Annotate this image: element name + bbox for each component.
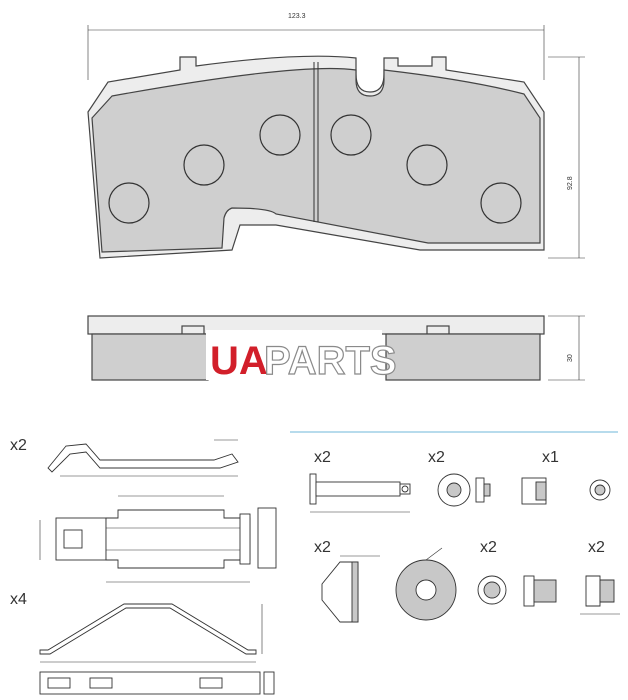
width-label: 123.3 (288, 13, 306, 20)
qty-pins: x2 (314, 449, 331, 466)
pad-side-view: 30 (87, 315, 585, 381)
guide-pin-part (309, 473, 411, 513)
cap-part (521, 477, 611, 505)
qty-bushings: x2 (314, 539, 331, 556)
sleeve-part (477, 575, 557, 607)
pad-hole-5 (406, 144, 448, 186)
spring-part (47, 439, 239, 477)
qty-clip-small: x2 (588, 539, 605, 556)
pad-hole-3 (259, 114, 301, 156)
qty-springs: x2 (10, 437, 27, 454)
logo-parts-text: PARTS (264, 339, 397, 383)
hold-down-clip-part (39, 603, 275, 695)
retaining-bar-part (39, 495, 277, 583)
pad-top-view: 123.3 92.8 (87, 13, 585, 259)
qty-washers: x2 (428, 449, 445, 466)
side-friction-left (91, 333, 209, 381)
height-label: 92.8 (567, 176, 574, 190)
logo-background (206, 330, 382, 380)
qty-sleeves: x2 (480, 539, 497, 556)
pad-hole-4 (330, 114, 372, 156)
qty-cap: x1 (542, 449, 559, 466)
friction-material (91, 67, 541, 253)
pad-hole-1 (108, 182, 150, 224)
pad-hole-6 (480, 182, 522, 224)
bushing-part (321, 547, 457, 623)
brand-logo: UA PARTS (206, 330, 397, 384)
side-tab-right (426, 325, 450, 335)
logo-ua-text: UA (210, 339, 268, 383)
pad-hole-2 (183, 144, 225, 186)
small-clip-part (580, 575, 620, 615)
side-tab-left (181, 325, 205, 335)
side-friction-right (385, 333, 541, 381)
qty-clips: x4 (10, 591, 27, 608)
thickness-label: 30 (567, 354, 574, 362)
washer-part (437, 473, 491, 507)
